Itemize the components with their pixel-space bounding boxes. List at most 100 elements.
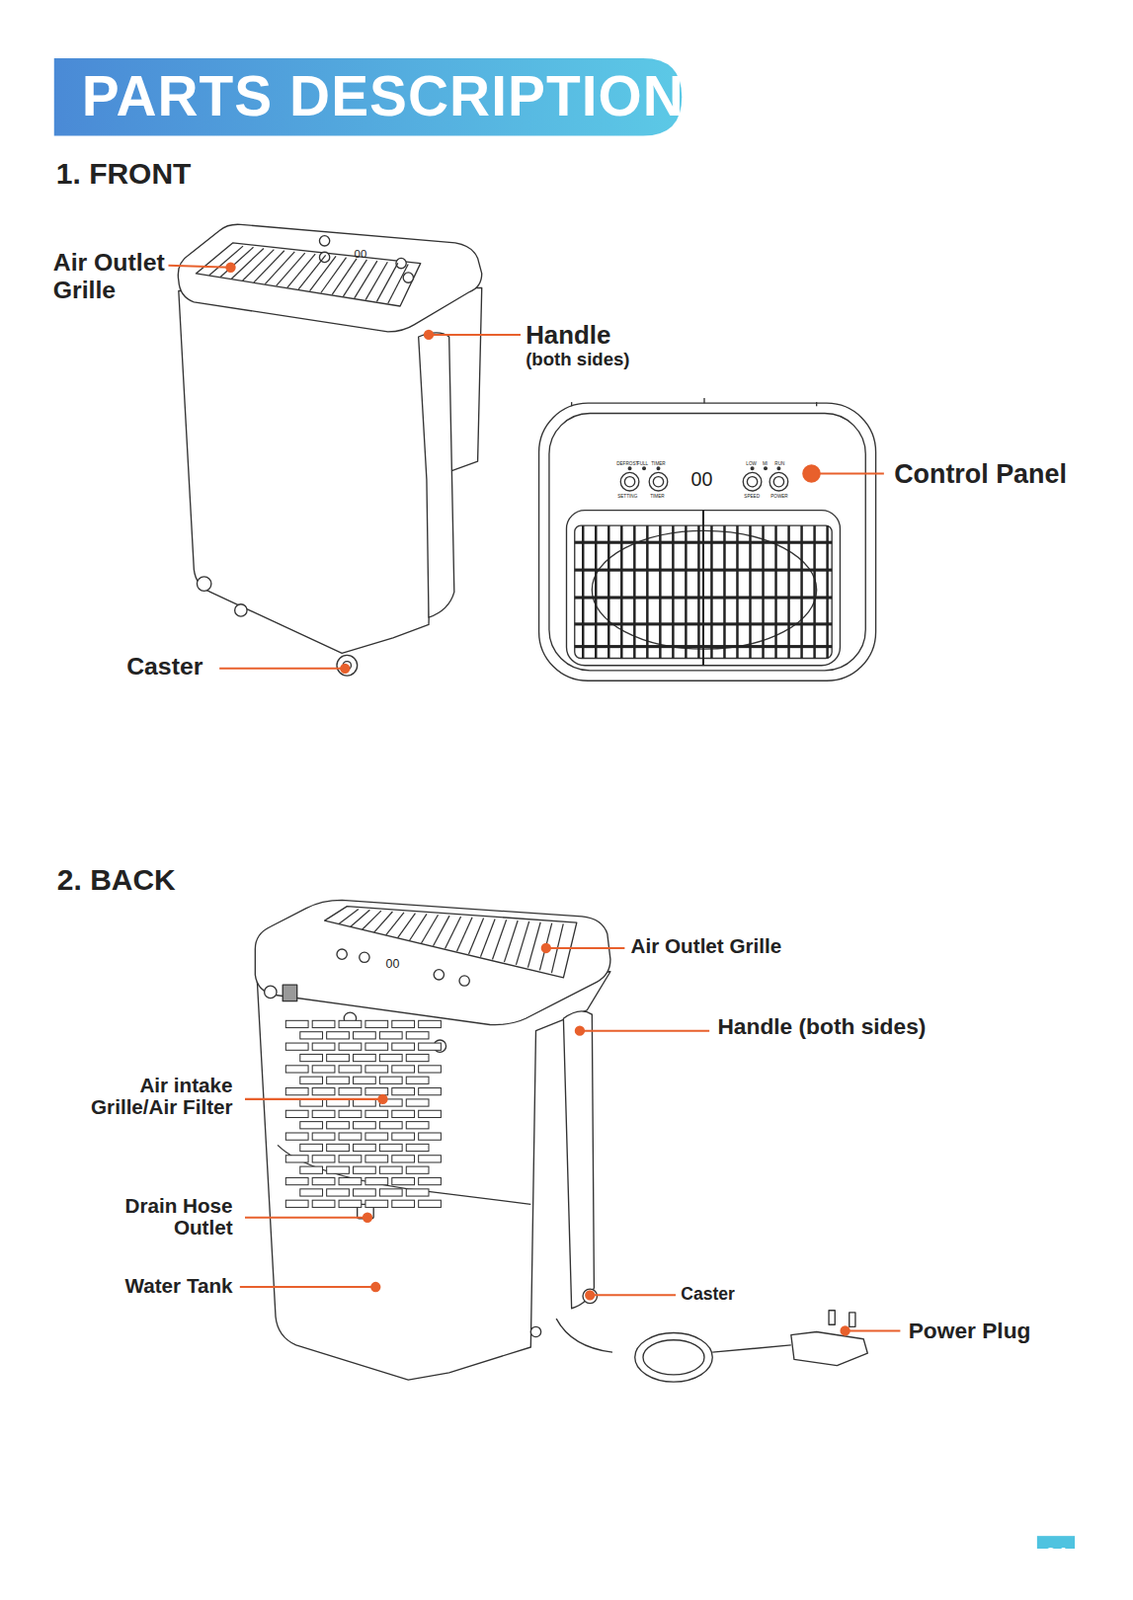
intake-slot bbox=[379, 1143, 403, 1151]
intake-slot bbox=[326, 1032, 350, 1040]
intake-slot bbox=[365, 1043, 389, 1051]
grille-bar bbox=[735, 525, 738, 658]
intake-slot bbox=[285, 1155, 309, 1163]
grille-slat bbox=[539, 923, 552, 972]
grille-slat bbox=[409, 913, 427, 941]
intake-slot bbox=[365, 1155, 389, 1163]
intake-slot bbox=[326, 1053, 350, 1061]
grille-bar bbox=[812, 525, 815, 658]
intake-slot bbox=[326, 1076, 350, 1084]
grille-slat bbox=[398, 913, 416, 939]
intake-slot bbox=[405, 1143, 429, 1151]
intake-slot bbox=[392, 1020, 415, 1028]
intake-slot bbox=[312, 1088, 335, 1096]
part-name: Control Panel bbox=[893, 459, 1119, 489]
intake-slot bbox=[300, 1053, 324, 1061]
intake-slot bbox=[405, 1189, 429, 1197]
grille-slat bbox=[287, 253, 316, 288]
intake-slot bbox=[418, 1020, 442, 1028]
intake-slot bbox=[379, 1032, 403, 1040]
part-name: Caster bbox=[126, 652, 229, 681]
grille-bar bbox=[646, 525, 648, 658]
panel-text: SPEED bbox=[743, 493, 767, 499]
intake-slot bbox=[392, 1065, 415, 1073]
section-heading: 2. BACK bbox=[57, 863, 262, 897]
intake-slot bbox=[418, 1065, 442, 1073]
display-digits: 00 bbox=[691, 468, 732, 490]
intake-slot bbox=[285, 1043, 309, 1051]
part-name: Air Outlet Grille bbox=[631, 935, 856, 959]
grille-slat bbox=[376, 262, 398, 302]
intake-slot bbox=[418, 1088, 442, 1096]
grille-slat bbox=[388, 264, 408, 305]
display-digits: 00 bbox=[386, 957, 417, 972]
intake-slot bbox=[312, 1043, 335, 1051]
panel-text: SETTING bbox=[617, 493, 648, 499]
grille-bar bbox=[607, 525, 610, 658]
part-name: Power Plug bbox=[908, 1318, 1114, 1344]
grille-slat bbox=[253, 250, 285, 283]
air-intake-grille bbox=[285, 1020, 441, 1208]
grille-bar bbox=[671, 525, 674, 658]
intake-slot bbox=[338, 1088, 362, 1096]
panel-text: TIMER bbox=[649, 493, 671, 499]
intake-slot bbox=[405, 1166, 429, 1174]
grille-slat bbox=[457, 917, 474, 952]
intake-slot bbox=[379, 1053, 403, 1061]
intake-slot bbox=[300, 1166, 324, 1174]
intake-slot bbox=[285, 1088, 309, 1096]
grille-slat bbox=[264, 251, 295, 285]
part-name: Handle (both sides) bbox=[717, 1014, 1003, 1040]
page-title: PARTS DESCRIPTION bbox=[81, 65, 685, 129]
top-view-unit bbox=[539, 398, 877, 681]
grille-slat bbox=[445, 916, 462, 950]
intake-slot bbox=[365, 1133, 389, 1140]
intake-slot bbox=[312, 1020, 335, 1028]
intake-slot bbox=[338, 1177, 362, 1185]
section-heading: 1. FRONT bbox=[56, 157, 261, 191]
intake-slot bbox=[379, 1189, 403, 1197]
intake-slot bbox=[285, 1133, 309, 1140]
grille-slat bbox=[515, 921, 529, 966]
page-number: 04 bbox=[1037, 1536, 1075, 1549]
intake-slot bbox=[392, 1088, 415, 1096]
illustration bbox=[0, 0, 1133, 1549]
intake-slot bbox=[392, 1133, 415, 1140]
intake-slot bbox=[365, 1110, 389, 1118]
grille-bar bbox=[825, 525, 828, 658]
intake-slot bbox=[353, 1099, 377, 1107]
part-name: Drain Hose Outlet bbox=[89, 1194, 234, 1240]
intake-slot bbox=[392, 1155, 415, 1163]
grille-bar bbox=[748, 525, 751, 658]
grille-slat bbox=[421, 914, 439, 944]
intake-slot bbox=[338, 1065, 362, 1073]
grille-bar bbox=[710, 525, 713, 658]
grille-slat bbox=[491, 919, 506, 960]
grille-slat bbox=[298, 254, 325, 290]
intake-slot bbox=[338, 1200, 362, 1208]
intake-slot bbox=[312, 1065, 335, 1073]
intake-slot bbox=[405, 1032, 429, 1040]
part-note: (both sides) bbox=[525, 348, 730, 370]
intake-slot bbox=[312, 1110, 335, 1118]
grille-slats bbox=[209, 245, 564, 973]
intake-slot bbox=[300, 1032, 324, 1040]
intake-slot bbox=[353, 1143, 377, 1151]
grille-bar bbox=[581, 525, 584, 658]
grille-slat bbox=[527, 922, 541, 969]
intake-slot bbox=[392, 1177, 415, 1185]
intake-slot bbox=[365, 1200, 389, 1208]
intake-slot bbox=[338, 1133, 362, 1140]
intake-slot bbox=[418, 1110, 442, 1118]
intake-slot bbox=[300, 1189, 324, 1197]
grille-slat bbox=[310, 255, 337, 291]
intake-slot bbox=[285, 1110, 309, 1118]
grille-slat bbox=[276, 252, 306, 286]
grille-slat bbox=[480, 918, 495, 957]
intake-slot bbox=[353, 1053, 377, 1061]
grille-bar bbox=[774, 525, 777, 658]
intake-slot bbox=[392, 1200, 415, 1208]
intake-slot bbox=[405, 1099, 429, 1107]
grille-slat bbox=[365, 261, 388, 300]
panel-text: MI bbox=[762, 461, 773, 467]
